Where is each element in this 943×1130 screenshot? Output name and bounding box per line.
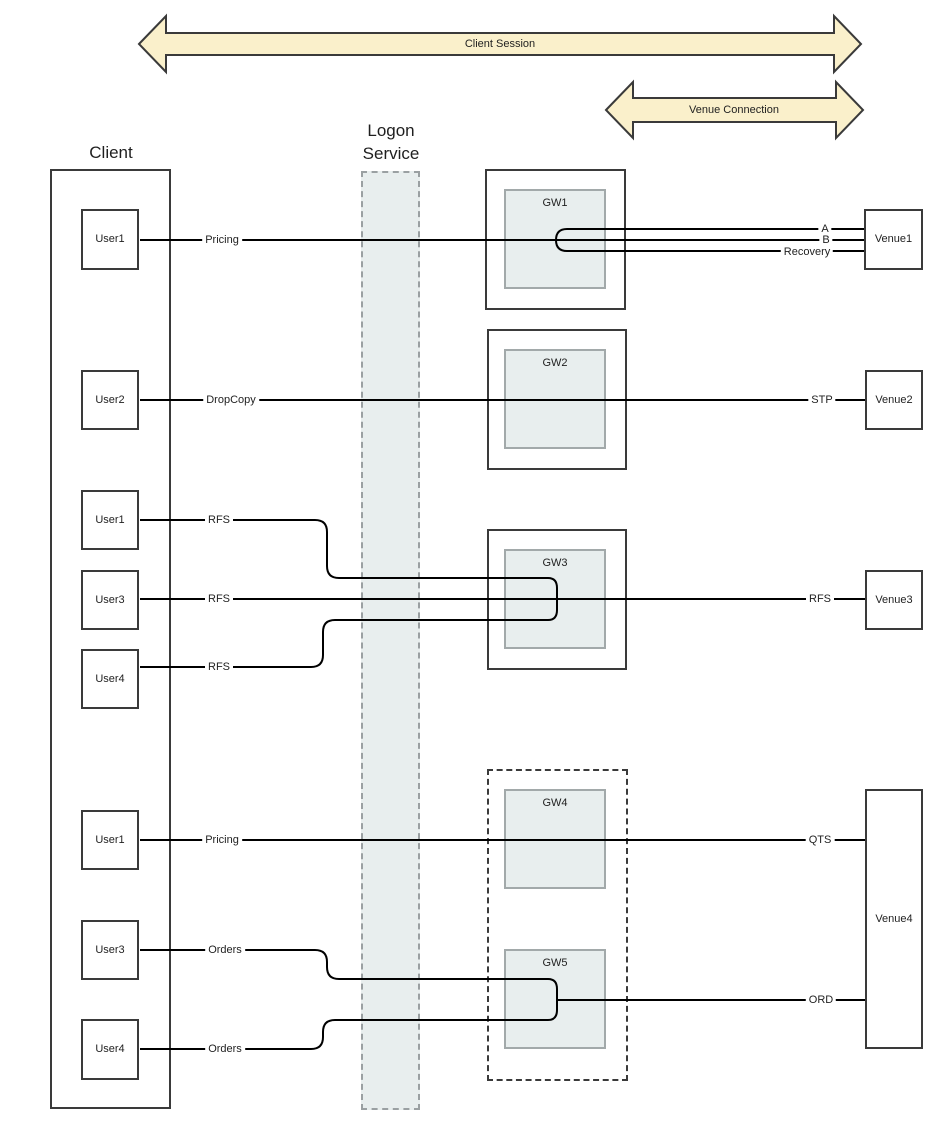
gateway-label: GW1 (542, 197, 568, 209)
gateway-inner-gw1: GW1 (504, 189, 606, 289)
gateway-inner-gw5: GW5 (504, 949, 606, 1049)
user-box: User3 (81, 920, 139, 980)
user-label: User3 (95, 943, 125, 956)
user-box: User4 (81, 649, 139, 709)
link-label-b: B (819, 234, 833, 246)
venue-box: Venue3 (865, 570, 923, 630)
venue-connection-arrow-label: Venue Connection (689, 104, 779, 116)
link-label-rfs-2: RFS (205, 593, 233, 605)
user-label: User1 (95, 233, 125, 245)
link-label-orders-1: Orders (205, 944, 245, 956)
gateway-inner-gw2: GW2 (504, 349, 606, 449)
link-label-recovery: Recovery (780, 246, 834, 258)
user-label: User1 (95, 513, 125, 526)
user-box: User1 (81, 209, 139, 270)
gateway-label: GW2 (542, 357, 568, 369)
venue-label: Venue2 (875, 393, 913, 406)
venue-label: Venue4 (875, 912, 913, 925)
user-box: User3 (81, 570, 139, 630)
link-label-pricing-1: Pricing (202, 234, 242, 246)
gateway-label: GW3 (542, 557, 568, 569)
gateway-inner-gw3: GW3 (504, 549, 606, 649)
logon-service-title-line2: Service (362, 144, 420, 163)
link-label-stp: STP (808, 394, 836, 406)
link-label-rfs-3: RFS (205, 661, 233, 673)
user-label: User4 (95, 672, 125, 685)
venue-box: Venue2 (865, 370, 923, 430)
client-session-arrow-label: Client Session (464, 38, 536, 50)
link-label-qts: QTS (805, 834, 835, 846)
logon-service-title-line1: Logon (367, 121, 415, 140)
user-box: User1 (81, 810, 139, 870)
client-title: Client (89, 143, 133, 162)
venue-box: Venue1 (864, 209, 923, 270)
gateway-label: GW5 (542, 957, 568, 969)
logon-service-band (361, 171, 420, 1110)
link-label-ord: ORD (805, 994, 837, 1006)
logon-service-title: Logon Service (363, 119, 420, 165)
user-label: User3 (95, 593, 125, 606)
link-label-rfs-1: RFS (205, 514, 233, 526)
user-box: User2 (81, 370, 139, 430)
link-label-orders-2: Orders (205, 1043, 245, 1055)
link-label-dropcopy: DropCopy (203, 394, 259, 406)
gateway-inner-gw4: GW4 (504, 789, 606, 889)
user-label: User2 (95, 393, 125, 406)
link-label-rfs-venue: RFS (806, 593, 834, 605)
link-label-pricing-2: Pricing (202, 834, 242, 846)
gateway-label: GW4 (542, 797, 568, 809)
user-label: User1 (95, 833, 125, 846)
user-box: User1 (81, 490, 139, 550)
venue-box: Venue4 (865, 789, 923, 1049)
user-box: User4 (81, 1019, 139, 1080)
venue-label: Venue1 (874, 233, 913, 245)
venue-label: Venue3 (875, 593, 913, 606)
user-label: User4 (95, 1043, 125, 1055)
